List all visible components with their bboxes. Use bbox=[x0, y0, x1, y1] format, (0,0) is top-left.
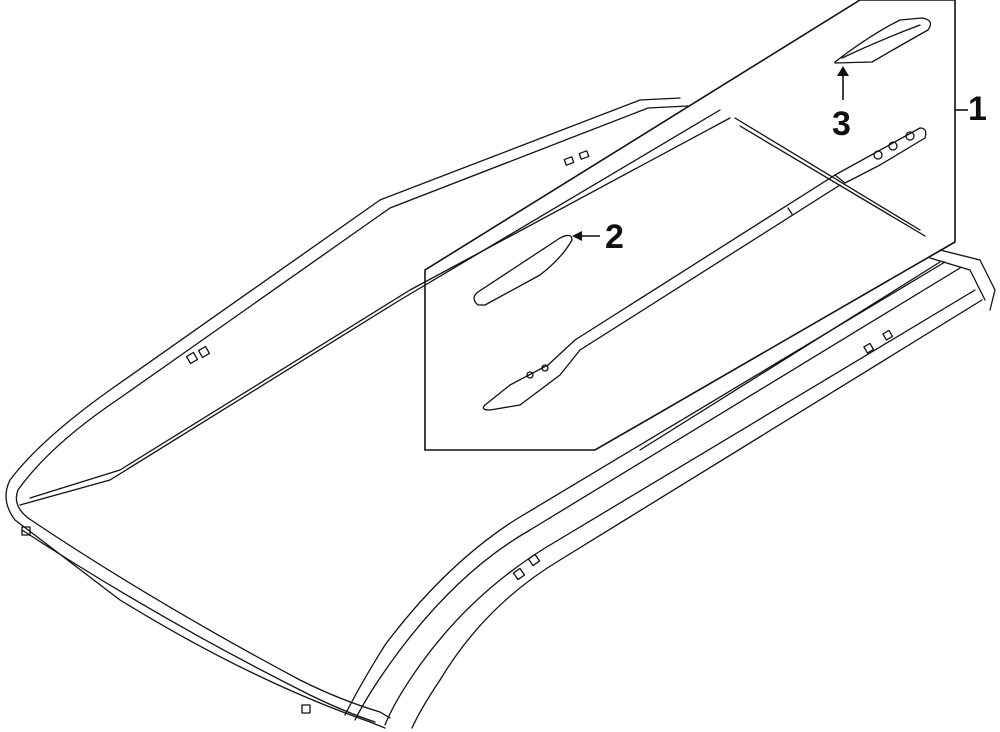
callout-3-label: 3 bbox=[832, 105, 851, 143]
callout-2-label: 2 bbox=[605, 218, 624, 256]
callout-1-label: 1 bbox=[968, 90, 987, 128]
assembly-bracket-box bbox=[424, 0, 968, 451]
rear-end-cover bbox=[834, 17, 932, 64]
front-end-cover bbox=[473, 234, 573, 306]
callout-2-arrow bbox=[572, 231, 600, 241]
roof-rail bbox=[482, 127, 927, 411]
roof-panel bbox=[5, 97, 996, 729]
callout-3-arrow bbox=[837, 66, 849, 100]
